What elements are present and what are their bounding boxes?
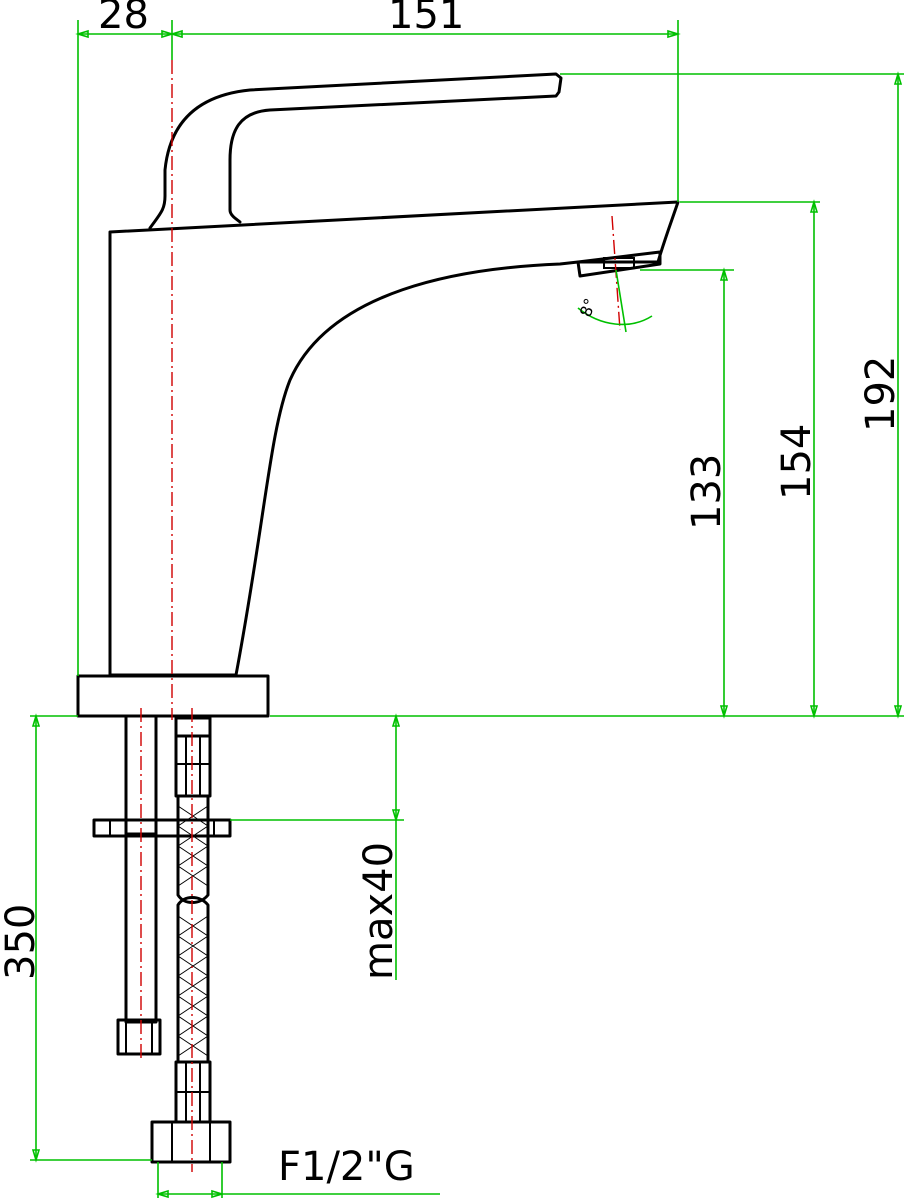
- handle-lever: [148, 72, 563, 230]
- label-max40: max40: [356, 842, 402, 980]
- stud-nut: [116, 1018, 162, 1056]
- hose-top-fitting: [174, 734, 212, 798]
- faucet-body: [108, 200, 680, 677]
- dimension-lines: [30, 20, 904, 1199]
- label-151: 151: [388, 0, 464, 38]
- hose-braid-pattern: [177, 805, 209, 1057]
- hose-top-nut: [174, 716, 212, 738]
- connection-nut: [150, 1120, 232, 1164]
- aerator: [576, 250, 662, 278]
- label-28: 28: [98, 0, 149, 38]
- angle-arc: [577, 307, 653, 326]
- label-154: 154: [774, 424, 820, 500]
- label-192: 192: [858, 356, 904, 432]
- label-angle: 8°: [576, 296, 600, 320]
- aerator-insert: [603, 257, 635, 269]
- label-133: 133: [684, 454, 730, 530]
- label-350: 350: [0, 904, 44, 980]
- mounting-parts: [92, 714, 232, 1164]
- base-plate: [76, 674, 270, 718]
- fixing-washer: [92, 818, 232, 838]
- label-connection: F1/2"G: [278, 1144, 415, 1190]
- faucet-outline: [76, 72, 680, 718]
